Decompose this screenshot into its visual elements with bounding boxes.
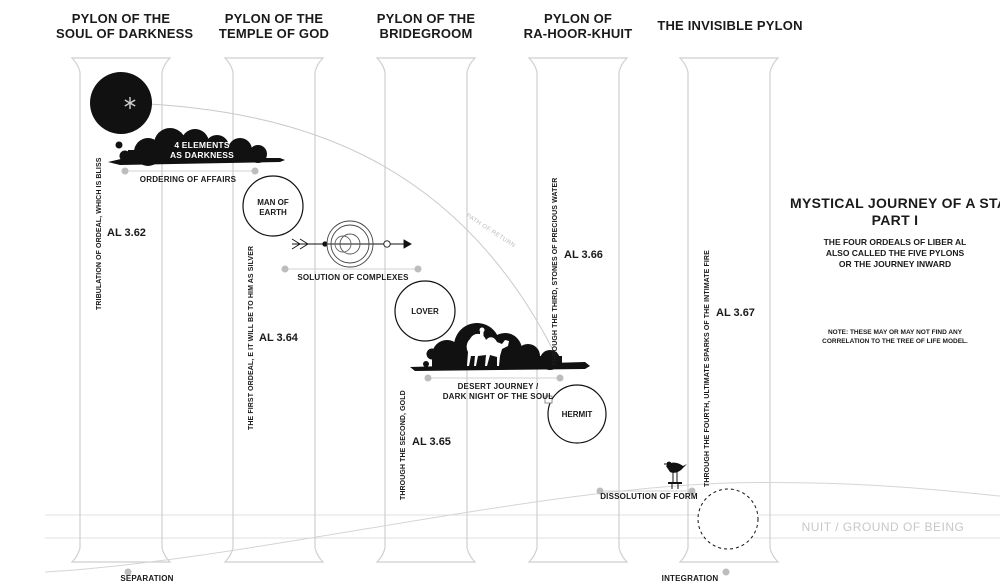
four-elements-label: 4 ELEMENTS AS DARKNESS	[140, 140, 264, 160]
pylon-2-header-line1: PYLON OF THE	[224, 11, 324, 26]
man-of-earth-line2: EARTH	[259, 208, 287, 217]
pylon-2-header: PYLON OF THE TEMPLE OF GOD	[209, 11, 339, 41]
integration-label: INTEGRATION	[661, 574, 719, 583]
verse-al-364: AL 3.64	[259, 332, 298, 344]
pylon-3-header-line2: BRIDEGROOM	[379, 26, 473, 41]
desert-journey-line2: DARK NIGHT OF THE SOUL	[442, 392, 554, 401]
verse-al-362: AL 3.62	[107, 227, 146, 239]
heron-bird-icon	[664, 461, 687, 489]
man-of-earth-line1: MAN OF	[257, 198, 289, 207]
star-sun	[90, 72, 152, 134]
dissolution-curve	[44, 481, 1000, 573]
hermit-label: HERMIT	[561, 410, 593, 419]
verse-al-367: AL 3.67	[716, 307, 755, 319]
pylon-3-header: PYLON OF THE BRIDEGROOM	[361, 11, 491, 41]
nuit-ground-label: NUIT / GROUND OF BEING	[801, 520, 965, 534]
verse-al-366: AL 3.66	[564, 249, 603, 261]
diagram-subtitle-line1: THE FOUR ORDEALS OF LIBER AL	[823, 237, 967, 247]
solution-of-complexes-label: SOLUTION OF COMPLEXES	[297, 273, 409, 282]
pylon-4-header-line1: PYLON OF	[543, 11, 613, 26]
ordeal-tribulation-text: TRIBULATION OF ORDEAL, WHICH IS BLISS	[96, 157, 103, 310]
diagram-note-line2: CORRELATION TO THE TREE OF LIFE MODEL.	[822, 338, 968, 345]
camel-icon	[466, 333, 509, 366]
arrow-through-circles-icon	[291, 220, 412, 268]
desert-journey-label: DESERT JOURNEY / DARK NIGHT OF THE SOUL	[425, 382, 571, 402]
pylon-2	[223, 57, 325, 563]
ordering-of-affairs-label: ORDERING OF AFFAIRS	[139, 175, 237, 184]
separation-label: SEPARATION	[120, 574, 174, 583]
desert-journey-line1: DESERT JOURNEY /	[457, 382, 539, 391]
ground-of-being-lines	[45, 514, 1000, 539]
pylon-2-header-line2: TEMPLE OF GOD	[218, 26, 330, 41]
pylon-1	[70, 57, 172, 563]
verse-al-365: AL 3.65	[412, 436, 451, 448]
pylon-3	[375, 57, 477, 563]
desert-bar	[424, 374, 564, 382]
man-of-earth-circle	[242, 175, 304, 237]
pylon-4	[527, 57, 629, 563]
dissolution-of-form-label: DISSOLUTION OF FORM	[600, 492, 698, 501]
pylon-4-header: PYLON OF RA-HOOR-KHUIT	[513, 11, 643, 41]
pylon-5-header-line1: THE INVISIBLE PYLON	[657, 18, 803, 33]
ordering-bar	[121, 167, 259, 175]
diagram-title: MYSTICAL JOURNEY OF A STAR PART I	[790, 195, 1000, 229]
four-elements-line2: AS DARKNESS	[169, 150, 235, 160]
integration-dot	[722, 568, 730, 576]
pylon-1-header: PYLON OF THE SOUL OF DARKNESS	[56, 11, 194, 41]
man-of-earth-label: MAN OF EARTH	[243, 198, 303, 218]
pylon-1-header-line2: SOUL OF DARKNESS	[56, 26, 194, 41]
ordeal-second-text: THROUGH THE SECOND, GOLD	[400, 390, 407, 500]
darkness-cloud	[108, 128, 285, 166]
diagram-subtitle-line2: ALSO CALLED THE FIVE PYLONS	[825, 248, 965, 258]
diagram-note: NOTE: THESE MAY OR MAY NOT FIND ANY CORR…	[790, 328, 1000, 346]
pylon-5-header: THE INVISIBLE PYLON	[654, 18, 806, 33]
pylon-1-header-line1: PYLON OF THE	[71, 11, 171, 26]
pylon-4-header-line2: RA-HOOR-KHUIT	[523, 26, 633, 41]
solution-bar	[281, 265, 422, 273]
ordeal-first-text: THE FIRST ORDEAL, E IT WILL BE TO HIM AS…	[248, 245, 255, 430]
diagram-note-line1: NOTE: THESE MAY OR MAY NOT FIND ANY	[827, 329, 963, 336]
four-elements-line1: 4 ELEMENTS	[174, 140, 230, 150]
path-of-return-curve	[129, 102, 559, 361]
lover-label: LOVER	[411, 307, 439, 316]
hermit-circle	[547, 384, 607, 444]
pylon-3-header-line1: PYLON OF THE	[376, 11, 476, 26]
star-sparkle-icon	[124, 97, 136, 109]
pylon-5	[678, 57, 780, 563]
diagram-title-line1: MYSTICAL JOURNEY OF A STAR	[790, 195, 1000, 211]
hermit-lantern-icon	[544, 395, 553, 404]
lover-circle	[394, 280, 456, 342]
invisible-dashed-circle	[697, 488, 759, 550]
ordeal-third-text: THROUGH THE THIRD, STONES OF PRECIOUS WA…	[552, 177, 559, 366]
dissolution-bar	[596, 487, 696, 495]
diagram-subtitle: THE FOUR ORDEALS OF LIBER AL ALSO CALLED…	[790, 237, 1000, 270]
ordeal-fourth-text: THROUGH THE FOURTH, ULTIMATE SPARKS OF T…	[704, 250, 711, 487]
diagram-title-line2: PART I	[871, 212, 919, 228]
separation-dot	[124, 568, 132, 576]
camel-rider-icon	[479, 327, 485, 339]
diagram-subtitle-line3: OR THE JOURNEY INWARD	[838, 259, 952, 269]
